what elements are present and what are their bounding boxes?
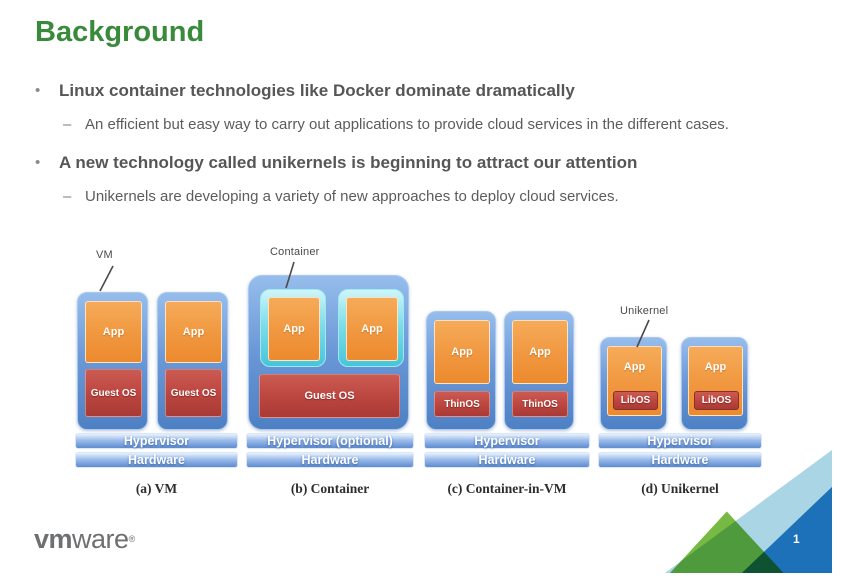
- app-box: App: [512, 320, 568, 384]
- sub-bullet-text: An efficient but easy way to carry out a…: [85, 116, 729, 133]
- unikernel-box: App LibOS: [600, 337, 667, 430]
- bullet-text: Linux container technologies like Docker…: [59, 81, 575, 100]
- app-box: App: [346, 297, 398, 361]
- vm-box: App ThinOS: [426, 311, 496, 430]
- guest-os-box: Guest OS: [165, 369, 222, 417]
- app-box: App LibOS: [688, 346, 743, 416]
- vmware-logo-ware: ware: [72, 524, 129, 554]
- registered-mark-icon: ®: [128, 534, 136, 544]
- app-box: App: [165, 301, 222, 363]
- app-box: App LibOS: [607, 346, 662, 416]
- vm-box: App Guest OS: [77, 292, 148, 430]
- lib-os-box: LibOS: [694, 391, 739, 410]
- hardware-bar: Hardware: [246, 452, 414, 468]
- hypervisor-bar: Hypervisor: [598, 433, 762, 449]
- group-caption: (c) Container-in-VM: [447, 481, 567, 496]
- corner-decoration: 1: [665, 450, 832, 573]
- unikernel-box: App LibOS: [681, 337, 748, 430]
- app-box: App: [85, 301, 142, 363]
- bullet-text: A new technology called unikernels is be…: [59, 153, 638, 172]
- app-label: App: [704, 361, 727, 373]
- group-caption: (b) Container: [290, 481, 370, 496]
- bullet-list: • Linux container technologies like Dock…: [35, 80, 807, 224]
- hardware-bar: Hardware: [424, 452, 590, 468]
- callout-label-container: Container: [270, 246, 320, 258]
- lib-os-box: LibOS: [613, 391, 658, 410]
- dash-icon: –: [63, 188, 72, 205]
- bullet-icon: •: [35, 82, 41, 99]
- sub-bullet-item: – An efficient but easy way to carry out…: [63, 114, 807, 135]
- sub-bullet-text: Unikernels are developing a variety of n…: [85, 188, 619, 205]
- vm-box: App ThinOS: [504, 311, 574, 430]
- bullet-item: • A new technology called unikernels is …: [35, 152, 807, 174]
- hardware-bar: Hardware: [598, 452, 762, 468]
- guest-os-box: Guest OS: [85, 369, 142, 417]
- bullet-icon: •: [35, 154, 41, 171]
- bullet-item: • Linux container technologies like Dock…: [35, 80, 807, 102]
- group-caption: (a) VM: [135, 481, 178, 496]
- page-title: Background: [35, 16, 205, 48]
- vmware-logo-vm: vm: [34, 524, 73, 554]
- page-number: 1: [793, 532, 800, 546]
- guest-os-box: Guest OS: [259, 374, 400, 418]
- hardware-bar: Hardware: [75, 452, 238, 468]
- group-caption: (d) Unikernel: [641, 481, 719, 496]
- vm-box: App Guest OS: [157, 292, 228, 430]
- vmware-logo: vmware®: [34, 524, 135, 555]
- app-box: App: [268, 297, 320, 361]
- container-box: App: [260, 289, 326, 367]
- thin-os-box: ThinOS: [512, 391, 568, 417]
- dash-icon: –: [63, 116, 72, 133]
- host-box: App App Guest OS: [248, 275, 409, 430]
- hypervisor-bar: Hypervisor (optional): [246, 433, 414, 449]
- thin-os-box: ThinOS: [434, 391, 490, 417]
- hypervisor-bar: Hypervisor: [424, 433, 590, 449]
- container-box: App: [338, 289, 404, 367]
- app-box: App: [434, 320, 490, 384]
- callout-label-unikernel: Unikernel: [620, 305, 669, 317]
- app-label: App: [623, 361, 646, 373]
- callout-label-vm: VM: [96, 249, 113, 261]
- sub-bullet-item: – Unikernels are developing a variety of…: [63, 186, 807, 207]
- hypervisor-bar: Hypervisor: [75, 433, 238, 449]
